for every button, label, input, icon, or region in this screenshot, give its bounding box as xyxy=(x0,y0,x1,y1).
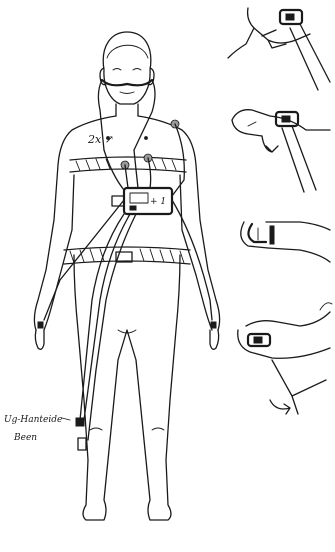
leg-annotation-line2: Been xyxy=(13,433,37,443)
torso-outline xyxy=(34,116,219,330)
human-figure xyxy=(34,32,219,520)
detail-panel-1-finger-clip xyxy=(228,8,330,90)
mouth xyxy=(120,92,134,94)
legs-outline xyxy=(74,255,180,520)
detail-panel-2-finger-clip xyxy=(232,110,330,192)
left-hand xyxy=(35,330,44,349)
recorder-device: + 1 xyxy=(112,188,172,214)
leg-annotation-line1: Ug-Hanteide xyxy=(4,415,62,425)
left-eye xyxy=(113,69,121,71)
abdominal-belt xyxy=(64,247,190,264)
right-eye xyxy=(133,69,141,71)
right-knee xyxy=(152,428,164,430)
leg-sensor xyxy=(62,418,86,450)
detail-panel-3-u-clip xyxy=(241,222,330,262)
sensor-cables xyxy=(44,124,212,440)
left-finger-sensor xyxy=(38,322,43,328)
device-label: + 1 xyxy=(150,197,166,207)
detail-panel-4-hand-strap xyxy=(238,303,332,414)
right-finger-sensor xyxy=(211,322,216,328)
hairline xyxy=(107,45,148,58)
chest-annotation: 2x ↗ xyxy=(87,133,114,146)
left-knee xyxy=(90,428,102,430)
right-nipple xyxy=(145,137,148,140)
neck xyxy=(116,104,138,116)
right-hand xyxy=(210,330,219,349)
ecg-electrodes xyxy=(121,120,179,169)
